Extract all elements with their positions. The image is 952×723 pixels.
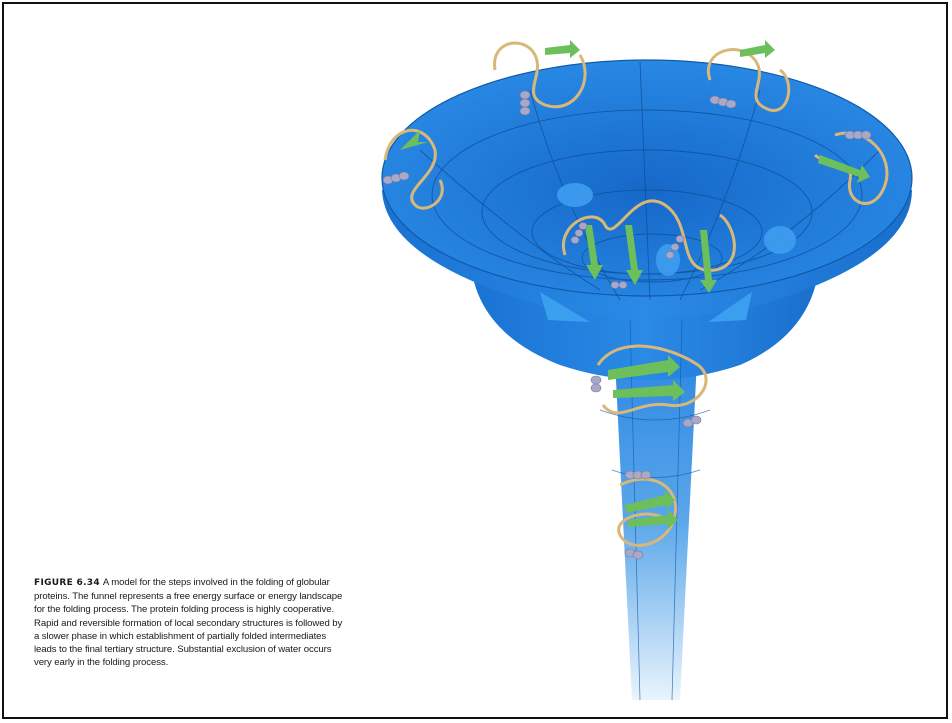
figure-label: FIGURE 6.34 — [34, 578, 100, 588]
caption-text: A model for the steps involved in the fo… — [34, 577, 342, 668]
funnel-rim — [382, 60, 912, 296]
